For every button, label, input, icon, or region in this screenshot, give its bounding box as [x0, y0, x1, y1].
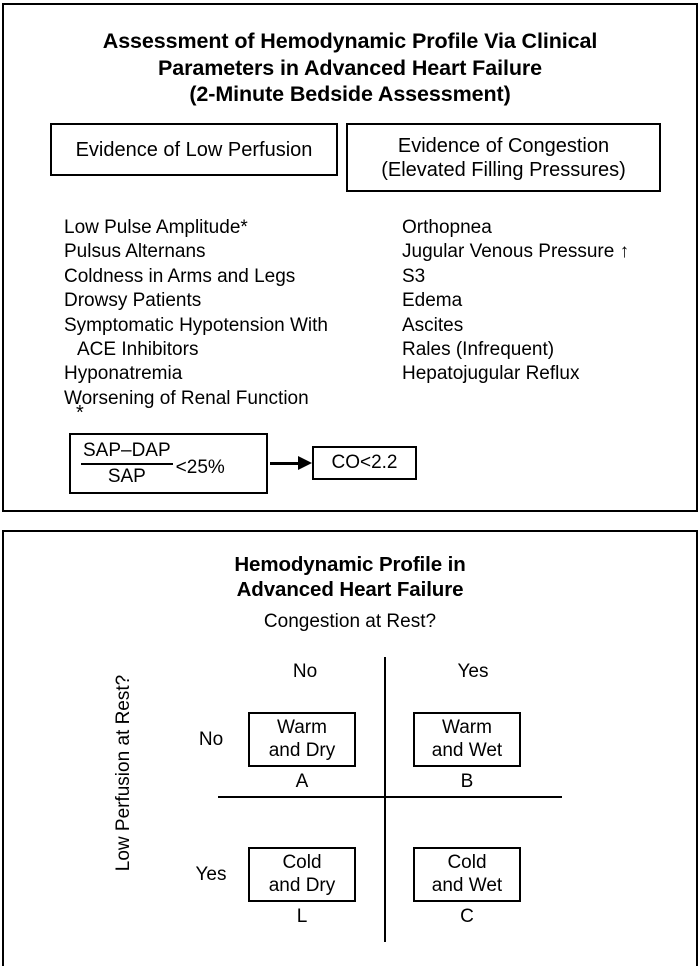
- evidence-congestion-label-line-2: (Elevated Filling Pressures): [381, 158, 626, 181]
- top-panel-title-line-2: Parameters in Advanced Heart Failure: [158, 55, 542, 80]
- top-panel-title-line-1: Assessment of Hemodynamic Profile Via Cl…: [102, 29, 598, 53]
- quadrant-label-line-2: and Dry: [268, 874, 336, 896]
- list-item: Orthopnea: [402, 217, 492, 238]
- arrow-head: [298, 456, 312, 470]
- right-arrow-icon: [270, 456, 312, 470]
- list-item: Rales (Infrequent): [402, 339, 555, 361]
- list-item: Ascites: [402, 314, 464, 336]
- cardiac-output-result-box: CO<2.2: [312, 446, 417, 480]
- evidence-congestion-header-box: Evidence of Congestion (Elevated Filling…: [346, 123, 661, 192]
- fraction-denominator: SAP: [107, 465, 146, 487]
- quadrant-box-warm-and-wet: Warm and Wet: [413, 712, 521, 767]
- quadrant-label-line-1: Cold: [282, 852, 322, 874]
- list-item: S3: [402, 265, 426, 287]
- quadrant-box-cold-and-dry: Cold and Dry: [248, 847, 356, 902]
- quadrant-letter-a: A: [295, 771, 309, 792]
- list-item: Worsening of Renal Function: [64, 387, 309, 409]
- quadrant-label-line-1: Warm: [442, 717, 492, 739]
- row-label-yes: Yes: [195, 864, 227, 885]
- quadrant-letter-c: C: [460, 906, 474, 927]
- list-item: Low Pulse Amplitude*: [64, 217, 248, 238]
- evidence-low-perfusion-header-box: Evidence of Low Perfusion: [50, 123, 338, 176]
- row-label-no: No: [198, 729, 224, 750]
- pulse-pressure-fraction: SAP–DAP SAP: [81, 440, 173, 487]
- bottom-panel-title-line-2: Advanced Heart Failure: [236, 578, 464, 601]
- quadrant-box-cold-and-wet: Cold and Wet: [413, 847, 521, 902]
- list-item: Pulsus Alternans: [64, 241, 206, 263]
- bottom-panel-title-line-1: Hemodynamic Profile in: [234, 553, 466, 576]
- fraction-threshold: <25%: [175, 457, 225, 478]
- list-item: Symptomatic Hypotension With: [64, 314, 328, 336]
- assessment-panel: Assessment of Hemodynamic Profile Via Cl…: [2, 3, 698, 512]
- evidence-low-perfusion-label: Evidence of Low Perfusion: [75, 138, 313, 161]
- x-axis-label: Congestion at Rest?: [263, 611, 437, 632]
- y-axis-label: Low Perfusion at Rest?: [113, 674, 134, 872]
- list-item: Hepatojugular Reflux: [402, 363, 580, 385]
- cardiac-output-result-label: CO<2.2: [331, 452, 398, 473]
- list-item: Hyponatremia: [64, 363, 183, 385]
- matrix-vertical-axis: [384, 657, 386, 942]
- arrow-shaft: [270, 462, 300, 465]
- fraction-bar: [81, 462, 173, 465]
- list-item: ACE Inhibitors: [77, 339, 199, 361]
- quadrant-label-line-2: and Dry: [268, 739, 336, 761]
- quadrant-letter-b: B: [460, 771, 474, 792]
- quadrant-letter-l: L: [296, 906, 308, 927]
- bottom-panel-title: Hemodynamic Profile in Advanced Heart Fa…: [4, 552, 696, 602]
- list-item: Drowsy Patients: [64, 290, 202, 312]
- footnote-asterisk-marker: *: [76, 402, 84, 424]
- matrix-horizontal-axis: [218, 796, 562, 798]
- pulse-pressure-formula-box: SAP–DAP SAP <25%: [69, 433, 268, 494]
- top-panel-title: Assessment of Hemodynamic Profile Via Cl…: [4, 28, 696, 108]
- congestion-sign-list: Orthopnea Jugular Venous Pressure ↑ S3 E…: [402, 216, 629, 387]
- top-panel-title-line-3: (2-Minute Bedside Assessment): [189, 82, 511, 107]
- quadrant-label-line-2: and Wet: [431, 739, 503, 761]
- quadrant-label-line-2: and Wet: [431, 874, 503, 896]
- column-header-no: No: [292, 661, 318, 682]
- quadrant-box-warm-and-dry: Warm and Dry: [248, 712, 356, 767]
- list-item: Coldness in Arms and Legs: [64, 265, 296, 287]
- quadrant-label-line-1: Warm: [277, 717, 327, 739]
- column-header-yes: Yes: [457, 661, 489, 682]
- fraction-numerator: SAP–DAP: [83, 439, 171, 461]
- evidence-congestion-label-line-1: Evidence of Congestion: [397, 134, 610, 157]
- list-item: Jugular Venous Pressure ↑: [402, 241, 630, 263]
- low-perfusion-sign-list: Low Pulse Amplitude* Pulsus Alternans Co…: [64, 216, 328, 411]
- list-item: Edema: [402, 290, 463, 312]
- quadrant-label-line-1: Cold: [447, 852, 487, 874]
